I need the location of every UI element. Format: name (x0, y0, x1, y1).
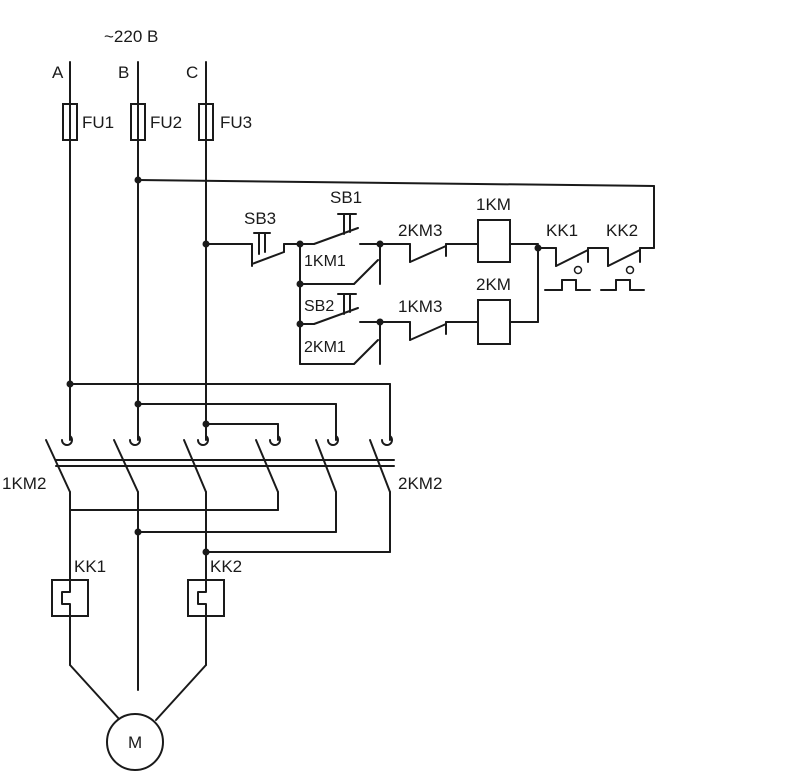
interlock-1km3-label: 1KM3 (398, 297, 442, 316)
motor: M (106, 713, 164, 771)
coil-1km-label: 1KM (476, 195, 511, 214)
supply-voltage-label: ~220 В (104, 27, 158, 46)
fuse-fu3-label: FU3 (220, 113, 252, 132)
motor-label: M (128, 733, 142, 752)
rung-2-feed (296, 283, 304, 328)
control-feed-wire (202, 240, 253, 248)
power-bus (66, 380, 391, 441)
km2-hold-label: 2KM1 (304, 339, 346, 356)
overload-kk2-label: KK2 (606, 221, 638, 240)
sb3-label: SB3 (244, 209, 276, 228)
interlock-2km3-label: 2KM3 (398, 221, 442, 240)
coil-2km: 2KM (476, 247, 539, 345)
coil-1km: 1KM (476, 195, 539, 263)
interlock-1km3: 1KM3 (379, 297, 479, 341)
hold-contact-2km1: 2KM1 (299, 321, 381, 365)
km1-hold-label: 1KM1 (304, 253, 346, 270)
fuse-fu1: FU1 (62, 103, 114, 141)
relay-kk1-label: KK1 (74, 557, 106, 576)
start-button-sb1: SB1 (299, 188, 381, 245)
thermal-relay-kk2: KK2 (187, 557, 242, 617)
stop-button-sb3: SB3 (244, 209, 301, 267)
fuse-fu2: FU2 (130, 103, 182, 141)
mechanical-linkage (55, 459, 395, 467)
output-wiring (69, 491, 391, 691)
contactor-terminals (61, 435, 393, 446)
overload-contact-kk2: KK2 (600, 221, 645, 291)
phase-b-label: B (118, 63, 129, 82)
sb2-label: SB2 (304, 298, 334, 315)
control-return-wire (134, 176, 655, 249)
motor-leads (69, 615, 207, 721)
fuse-fu1-label: FU1 (82, 113, 114, 132)
sb1-label: SB1 (330, 188, 362, 207)
interlock-2km3: 2KM3 (379, 221, 479, 263)
contactor-1km2-label: 1KM2 (2, 474, 46, 493)
start-button-sb2: SB2 (299, 293, 381, 325)
hold-contact-1km1: 1KM1 (296, 243, 381, 288)
phase-a-label: A (52, 63, 64, 82)
fuse-fu3: FU3 (198, 103, 252, 141)
relay-kk2-label: KK2 (210, 557, 242, 576)
phase-c-label: C (186, 63, 198, 82)
contactor-2km2-label: 2KM2 (398, 474, 442, 493)
overload-kk1-label: KK1 (546, 221, 578, 240)
overload-contact-kk1: KK1 (537, 221, 605, 291)
thermal-relay-kk1: KK1 (51, 557, 106, 617)
fuse-fu2-label: FU2 (150, 113, 182, 132)
coil-2km-label: 2KM (476, 275, 511, 294)
